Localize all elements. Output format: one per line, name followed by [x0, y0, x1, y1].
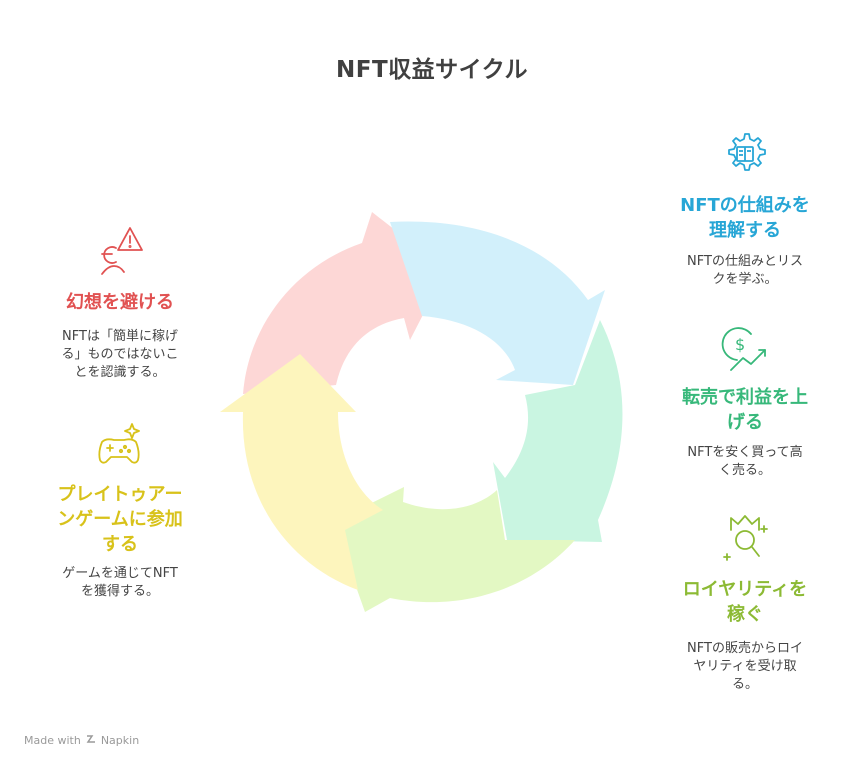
heading-line: 転売で利益を上: [682, 387, 808, 408]
cycle-segment-avoid: [243, 212, 446, 394]
description-line: NFTの仕組みとリス: [687, 254, 803, 269]
step-play-description: ゲームを通じてNFT を獲得する。: [40, 565, 200, 601]
step-learn-heading: NFTの仕組みを 理解する: [665, 193, 825, 243]
step-royalty-heading: ロイヤリティを 稼ぐ: [665, 577, 825, 627]
description-line: NFTの販売からロイ: [687, 641, 803, 656]
step-royalty-description: NFTの販売からロイ ヤリティを受け取 る。: [665, 640, 825, 694]
heading-line: 稼ぐ: [727, 604, 763, 625]
heading-line: 理解する: [709, 220, 781, 241]
heading-line: ンゲームに参加: [57, 509, 183, 530]
heading-line: げる: [727, 412, 763, 433]
diagram-title: NFT収益サイクル: [336, 57, 528, 83]
napkin-logo-icon: [85, 733, 97, 748]
description-line: とを認識する。: [74, 365, 166, 380]
crown-search-icon: [723, 512, 771, 566]
description-line: る」ものではないこ: [61, 347, 179, 362]
description-line: く売る。: [718, 463, 771, 478]
step-avoid-heading: 幻想を避ける: [40, 290, 200, 315]
heading-line: ロイヤリティを: [682, 579, 808, 600]
step-profit-heading: 転売で利益を上 げる: [665, 385, 825, 435]
description-line: を獲得する。: [80, 584, 159, 599]
description-line: NFTは「簡単に稼げ: [62, 329, 178, 344]
cycle-segment-royalty: [333, 487, 575, 612]
heading-line: NFTの仕組みを: [680, 195, 810, 216]
cycle-segment-play: [220, 354, 383, 590]
warning-person-icon: [94, 222, 146, 278]
cycle-segment-profit: [493, 320, 623, 542]
step-profit-description: NFTを安く買って高 く売る。: [665, 444, 825, 480]
napkin-brand-label: Napkin: [100, 734, 140, 747]
description-line: クを学ぶ。: [712, 272, 778, 287]
step-play-heading: プレイトゥアー ンゲームに参加 する: [40, 482, 200, 557]
dollar-growth-icon: $: [721, 322, 773, 376]
made-with-label: Made with: [24, 734, 81, 747]
description-line: NFTを安く買って高: [687, 445, 803, 460]
heading-line: 幻想を避ける: [66, 292, 174, 313]
game-controller-icon: [94, 420, 146, 470]
step-avoid-description: NFTは「簡単に稼げ る」ものではないこ とを認識する。: [40, 328, 200, 382]
footer-attribution: Made with Napkin: [24, 733, 139, 748]
description-line: る。: [731, 677, 758, 692]
heading-line: プレイトゥアー: [57, 484, 183, 505]
description-line: ゲームを通じてNFT: [62, 566, 178, 581]
heading-line: する: [102, 534, 138, 555]
cycle-segment-learn: [390, 221, 605, 385]
description-line: ヤリティを受け取: [693, 659, 797, 674]
svg-text:$: $: [735, 335, 745, 354]
step-learn-description: NFTの仕組みとリス クを学ぶ。: [665, 253, 825, 289]
gear-book-icon: [721, 128, 769, 184]
